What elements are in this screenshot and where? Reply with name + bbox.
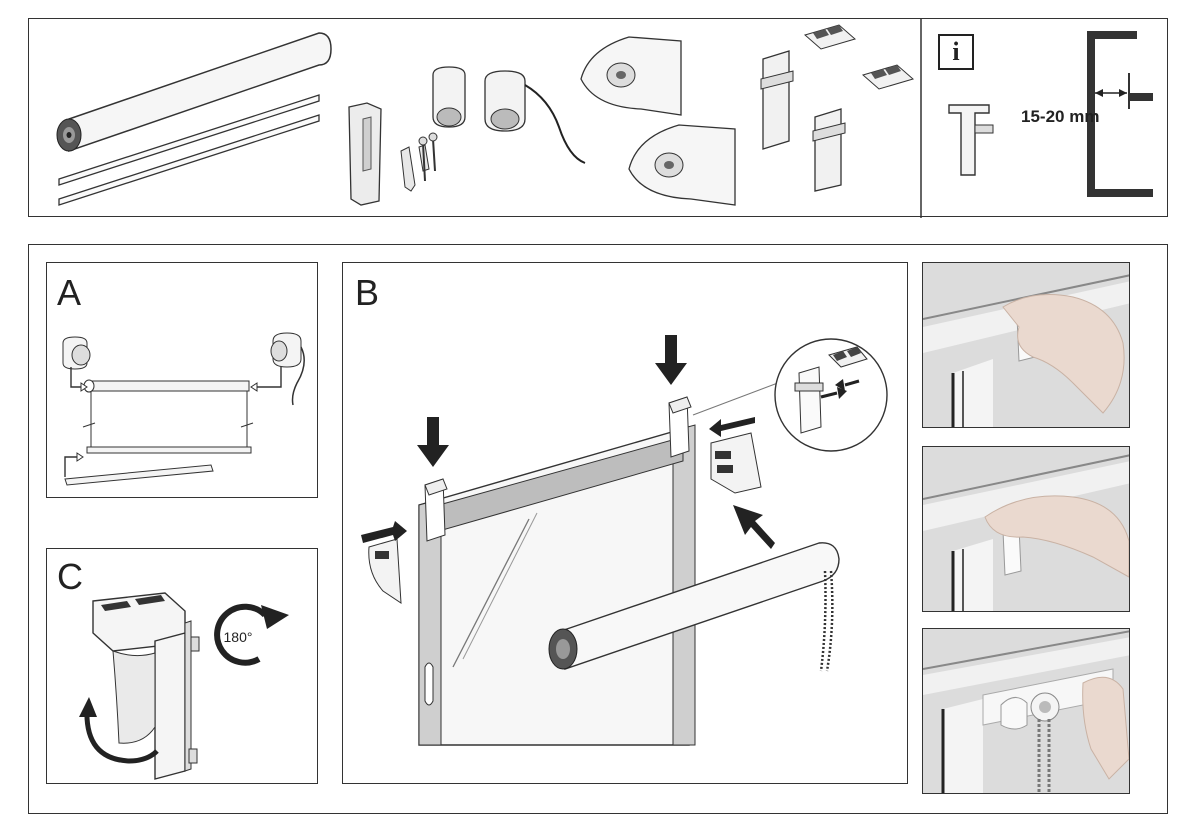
rotation-label: 180° — [223, 629, 253, 645]
roller-assembly — [82, 379, 254, 454]
bracket-left — [361, 521, 407, 604]
bracket-right — [709, 417, 762, 494]
top-clip-right — [668, 396, 692, 458]
info-icon — [938, 34, 974, 70]
parts-overview-frame: i 15-20 mm — [28, 18, 1168, 218]
rotate-180-icon — [214, 603, 289, 666]
down-arrow-right — [655, 335, 687, 385]
photo-step-3-image — [923, 629, 1129, 793]
panel-a: A — [46, 262, 318, 498]
end-cap-right — [270, 332, 305, 406]
photo-step-1 — [922, 262, 1130, 428]
window-frame — [418, 380, 784, 746]
bracket-profile-drawing — [948, 104, 994, 176]
top-clip-left — [424, 478, 448, 542]
detail-zoom-circle — [774, 338, 888, 452]
diagonal-arrow — [733, 505, 775, 549]
wall-brackets-part — [580, 36, 736, 206]
roller-tube-part — [56, 32, 332, 153]
end-caps-part — [432, 66, 586, 164]
insertion-arrows — [64, 367, 282, 477]
panel-b-illustration — [361, 335, 888, 746]
measurement-arrow — [1095, 89, 1127, 97]
end-cap-left — [62, 336, 91, 370]
roller-blind-being-installed — [548, 542, 840, 672]
bottom-rail-part — [58, 94, 320, 206]
measurement-label: 15-20 mm — [1021, 107, 1100, 126]
photo-step-1-image — [923, 263, 1129, 427]
panel-c-illustration — [79, 592, 289, 780]
window-frame-profile-drawing — [1087, 31, 1153, 197]
chain-guide-part — [348, 102, 382, 206]
clip-brackets-part — [760, 24, 915, 192]
flip-arrow — [79, 697, 159, 764]
fabric-flap — [112, 650, 156, 744]
down-arrow-left — [417, 417, 449, 467]
info-icon-glyph: i — [952, 37, 960, 66]
clip-bracket-rotated — [92, 592, 200, 780]
photo-step-3 — [922, 628, 1130, 794]
photo-step-2-image — [923, 447, 1129, 611]
panel-c-label: C — [57, 556, 83, 597]
panel-c: C 180° — [46, 548, 318, 784]
parts-illustration — [56, 19, 1153, 218]
screws-and-plugs-part — [400, 132, 438, 192]
panel-b-label: B — [355, 272, 380, 313]
panel-a-label: A — [57, 272, 82, 313]
bottom-bar — [64, 464, 214, 486]
photo-step-2 — [922, 446, 1130, 612]
panel-a-illustration — [62, 332, 305, 486]
panel-b: B — [342, 262, 908, 784]
